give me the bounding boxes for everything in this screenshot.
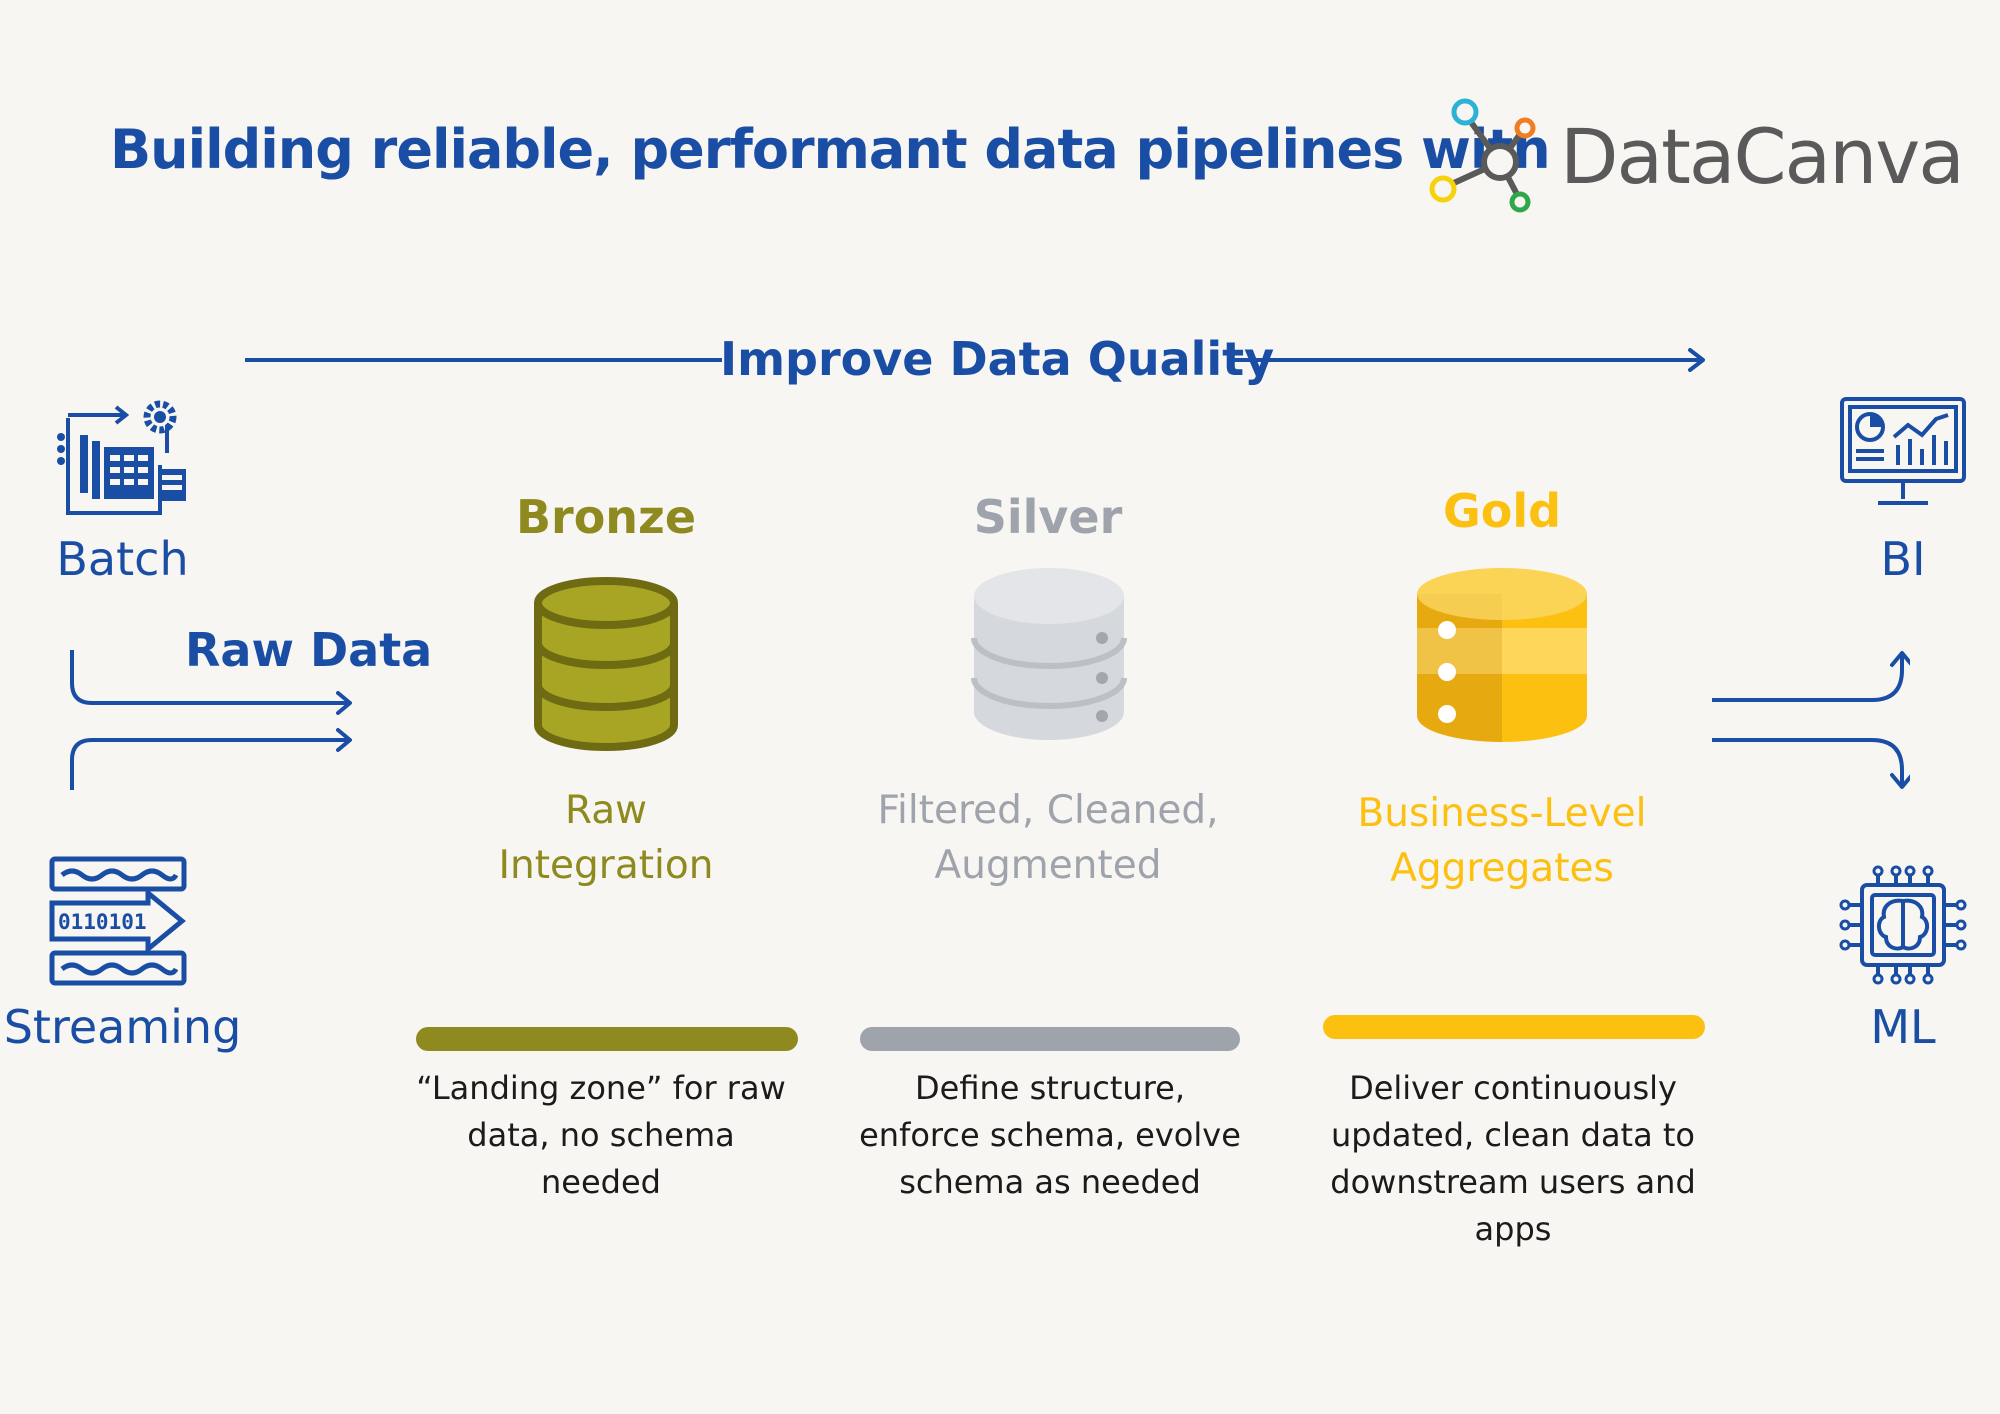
gold-description-line: apps bbox=[1474, 1210, 1552, 1248]
gold-database-icon bbox=[1417, 568, 1587, 742]
silver-description-line: schema as needed bbox=[899, 1163, 1201, 1201]
improve-quality-label: Improve Data Quality bbox=[720, 332, 1275, 386]
ml-label: ML bbox=[1870, 1000, 1936, 1054]
silver-tier-name: Silver bbox=[973, 490, 1123, 544]
bronze-description: “Landing zone” for raw data, no schema n… bbox=[386, 1065, 816, 1206]
silver-description-line: Define structure, bbox=[914, 1069, 1185, 1107]
gold-description: Deliver continuously updated, clean data… bbox=[1293, 1065, 1733, 1253]
raw-data-label: Raw Data bbox=[185, 623, 433, 677]
batch-processing-icon bbox=[57, 400, 186, 515]
silver-subtitle: Filtered, Cleaned, Augmented bbox=[858, 783, 1238, 893]
gold-bar bbox=[1323, 1015, 1705, 1039]
silver-description-line: enforce schema, evolve bbox=[859, 1116, 1241, 1154]
streaming-binary-text: 0110101 bbox=[58, 910, 147, 934]
streaming-label: Streaming bbox=[3, 1000, 242, 1054]
gold-description-line: updated, clean data to bbox=[1330, 1116, 1695, 1154]
bronze-tier-name: Bronze bbox=[515, 490, 697, 544]
gold-subtitle-line2: Aggregates bbox=[1390, 846, 1614, 891]
gold-description-line: downstream users and bbox=[1330, 1163, 1696, 1201]
brand-name: DataCanva bbox=[1560, 112, 1965, 201]
raw-data-arrows-icon bbox=[70, 650, 352, 790]
page-title: Building reliable, performant data pipel… bbox=[110, 118, 1551, 181]
gold-subtitle-line1: Business-Level bbox=[1357, 791, 1647, 836]
bronze-subtitle-line1: Raw bbox=[564, 788, 648, 833]
bi-label: BI bbox=[1880, 532, 1926, 586]
gold-tier-name: Gold bbox=[1442, 484, 1562, 538]
streaming-data-icon: 0110101 bbox=[49, 856, 187, 986]
bronze-description-line: data, no schema bbox=[467, 1116, 735, 1154]
gold-description-line: Deliver continuously bbox=[1349, 1069, 1677, 1107]
output-arrows-icon bbox=[1712, 651, 1910, 789]
bronze-subtitle: Raw Integration bbox=[456, 783, 756, 893]
silver-database-icon bbox=[971, 568, 1127, 740]
quality-arrow-icon bbox=[245, 348, 1705, 372]
silver-subtitle-line1: Filtered, Cleaned, bbox=[877, 788, 1219, 833]
silver-subtitle-line2: Augmented bbox=[934, 843, 1162, 888]
silver-description: Define structure, enforce schema, evolve… bbox=[830, 1065, 1270, 1206]
ml-chip-brain-icon bbox=[1839, 865, 1967, 985]
bronze-description-line: “Landing zone” for raw bbox=[416, 1069, 786, 1107]
silver-bar bbox=[860, 1027, 1240, 1051]
bronze-database-icon bbox=[534, 577, 678, 751]
bronze-description-line: needed bbox=[541, 1163, 661, 1201]
bronze-subtitle-line2: Integration bbox=[498, 843, 714, 888]
batch-label: Batch bbox=[56, 532, 189, 586]
bronze-bar bbox=[416, 1027, 798, 1051]
gold-subtitle: Business-Level Aggregates bbox=[1312, 786, 1692, 896]
datacanva-logo-icon bbox=[1429, 98, 1536, 213]
bi-dashboard-icon bbox=[1840, 397, 1966, 505]
